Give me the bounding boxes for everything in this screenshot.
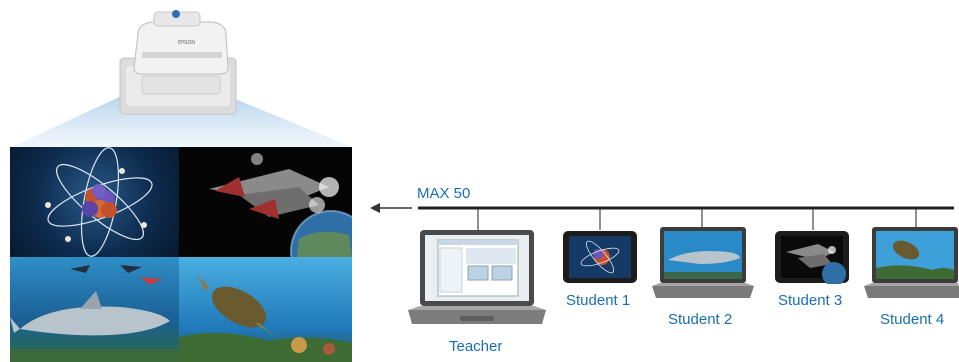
projected-image-spaceship [179, 147, 352, 257]
device-label-teacher: Teacher [449, 338, 503, 355]
student-4-laptop-icon [864, 227, 959, 298]
max-devices-label: MAX 50 [417, 185, 471, 202]
arrow-to-projection-icon [370, 203, 412, 213]
student-2-laptop-icon [652, 227, 754, 298]
device-label-student-2: Student 2 [668, 311, 733, 328]
atom-icon [45, 147, 153, 257]
projected-image-turtle [179, 257, 352, 362]
student-3-tablet-icon [775, 231, 849, 284]
device-label-student-3: Student 3 [778, 292, 843, 309]
projected-image-atom [10, 147, 179, 257]
spaceship-icon [209, 153, 352, 257]
teacher-laptop-icon [408, 230, 546, 324]
turtle-icon [179, 275, 352, 362]
device-label-student-1: Student 1 [566, 292, 631, 309]
device-label-student-4: Student 4 [880, 311, 945, 328]
projected-image-shark [10, 257, 179, 362]
projector-icon: EPSON [119, 10, 237, 115]
projector-brand-text: EPSON [178, 40, 195, 46]
student-1-tablet-icon [563, 231, 637, 283]
shark-icon [10, 265, 179, 362]
